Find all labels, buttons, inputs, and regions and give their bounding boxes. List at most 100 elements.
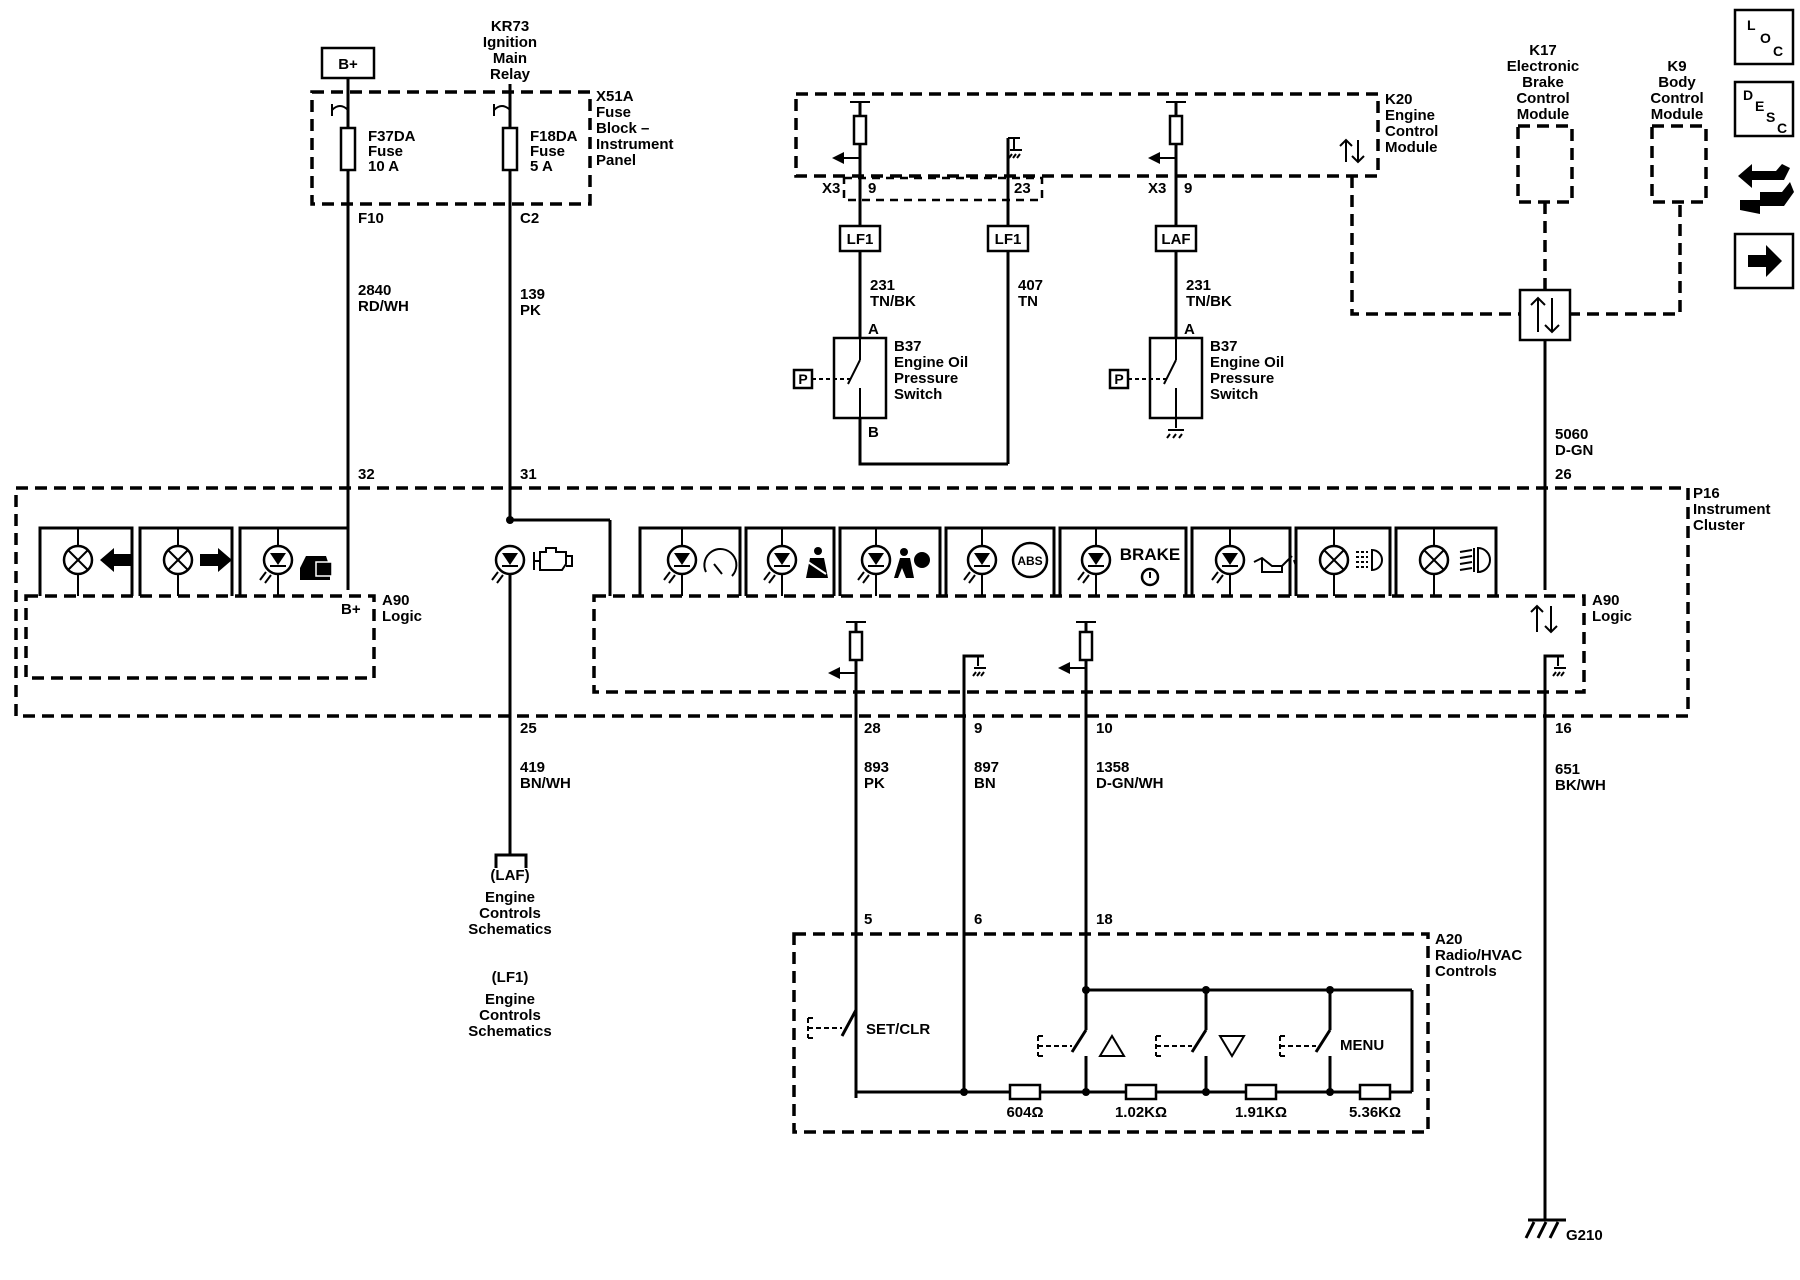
pin-16: 16 [1555,720,1572,737]
bplus-label: B+ [338,56,358,73]
a90-left-name: Logic [382,608,422,625]
brake-text: BRAKE [1120,545,1180,564]
svg-text:L: L [1747,17,1756,33]
resistor-1-91k [1244,1083,1278,1101]
svg-text:C: C [1777,120,1787,136]
p16-instrument-cluster [14,486,1690,718]
b37a-pin-a: A [868,321,879,338]
wire-407-num: 407 [1018,277,1043,294]
p16-name-2: Cluster [1693,517,1745,534]
svg-text:LF1: LF1 [995,231,1022,248]
lf1-ref-3: Schematics [468,1023,551,1040]
kr73-name-3: Relay [490,66,531,83]
variant-lf1-a [838,224,882,253]
k9-name-2: Control [1650,90,1703,107]
f37da-id: F37DA [368,128,416,145]
kr73-id: KR73 [491,18,529,35]
a90-right-id: A90 [1592,592,1620,609]
wire-2840-color: RD/WH [358,298,409,315]
a20-pin-5: 5 [864,911,872,928]
fuse-f37da [339,126,357,172]
cruise-led [663,528,698,596]
lf1-ref-tag: (LF1) [492,969,529,986]
x51a-name-1: Fuse [596,104,631,121]
b37a-pin-b: B [868,424,879,441]
k20-resistor-1 [852,114,868,146]
wire-231-b-color: TN/BK [1186,293,1232,310]
laf-ref-1: Engine [485,889,535,906]
x51a-fuse-block [310,90,592,206]
k20-module [794,92,1380,178]
wire-231-b-num: 231 [1186,277,1211,294]
a20-radio-hvac-controls [792,932,1430,1134]
abs-led [963,528,998,596]
f18da-l1: Fuse [530,143,565,160]
arrow-right-icon[interactable] [1733,232,1795,290]
k17-module [1516,124,1574,204]
setclr-label: SET/CLR [866,1021,930,1038]
b37b-p: P [1114,371,1123,387]
x3-a: X3 [822,180,840,197]
pin-28: 28 [864,720,881,737]
wire-651-num: 651 [1555,761,1580,778]
k20-connector [842,176,1044,202]
resistor-5-36k [1358,1083,1392,1101]
pin-31: 31 [520,466,537,483]
k17-name-2: Brake [1522,74,1564,91]
pin-f10: F10 [358,210,384,227]
pin-c2: C2 [520,210,539,227]
x51a-name-2: Block – [596,120,649,137]
desc-button[interactable]: D E S C [1733,80,1795,138]
airbag-icon [894,548,930,578]
a90-left-id: A90 [382,592,410,609]
ground-g210-label: G210 [1566,1227,1603,1244]
k20-id: K20 [1385,91,1413,108]
low-beam-icon [1356,548,1383,572]
k20-resistor-2 [1168,114,1184,146]
lf1-ref-2: Controls [479,1007,541,1024]
k20-name-1: Engine [1385,107,1435,124]
wire-1358-color: D-GN/WH [1096,775,1164,792]
exchange-icon[interactable] [1738,164,1794,214]
k17-id: K17 [1529,42,1557,59]
pin-23: 23 [1014,180,1031,197]
svg-text:LAF: LAF [1161,231,1190,248]
wire-407-color: TN [1018,293,1038,310]
a20-name-2: Controls [1435,963,1497,980]
speedometer-icon [703,548,738,577]
pin-9-a: 9 [868,180,876,197]
x51a-name-3: Instrument [596,136,674,153]
f18da-id: F18DA [530,128,578,145]
b37b-pin-a: A [1184,321,1195,338]
loc-button[interactable]: L O C [1733,8,1795,66]
airbag-led [857,528,892,596]
resistor-1-91k-label: 1.91KΩ [1235,1104,1287,1121]
menu-label: MENU [1340,1037,1384,1054]
k17-name-3: Control [1516,90,1569,107]
x3-b: X3 [1148,180,1166,197]
lf1-ref-1: Engine [485,991,535,1008]
seatbelt-led [763,528,798,596]
laf-ref-3: Schematics [468,921,551,938]
laf-ref-tag: (LAF) [490,867,529,884]
svg-text:D: D [1743,87,1753,103]
a90-logic-left [24,594,376,680]
svg-text:C: C [1773,43,1783,59]
pin-32: 32 [358,466,375,483]
wire-5060-color: D-GN [1555,442,1593,459]
oil-pressure-led [1211,528,1246,596]
svg-text:E: E [1755,98,1764,114]
resistor-604 [1008,1083,1042,1101]
pin-26: 26 [1555,466,1572,483]
k20-name-2: Control [1385,123,1438,140]
wire-231-a-num: 231 [870,277,895,294]
p16-name-1: Instrument [1693,501,1771,518]
wire-2840-num: 2840 [358,282,391,299]
oil-can-icon [1253,555,1297,573]
pin-9-b: 9 [1184,180,1192,197]
b37a-name-1: Engine Oil [894,354,968,371]
a90-resistor-2 [1078,630,1094,662]
pin-10: 10 [1096,720,1113,737]
k9-name-3: Module [1651,106,1704,123]
